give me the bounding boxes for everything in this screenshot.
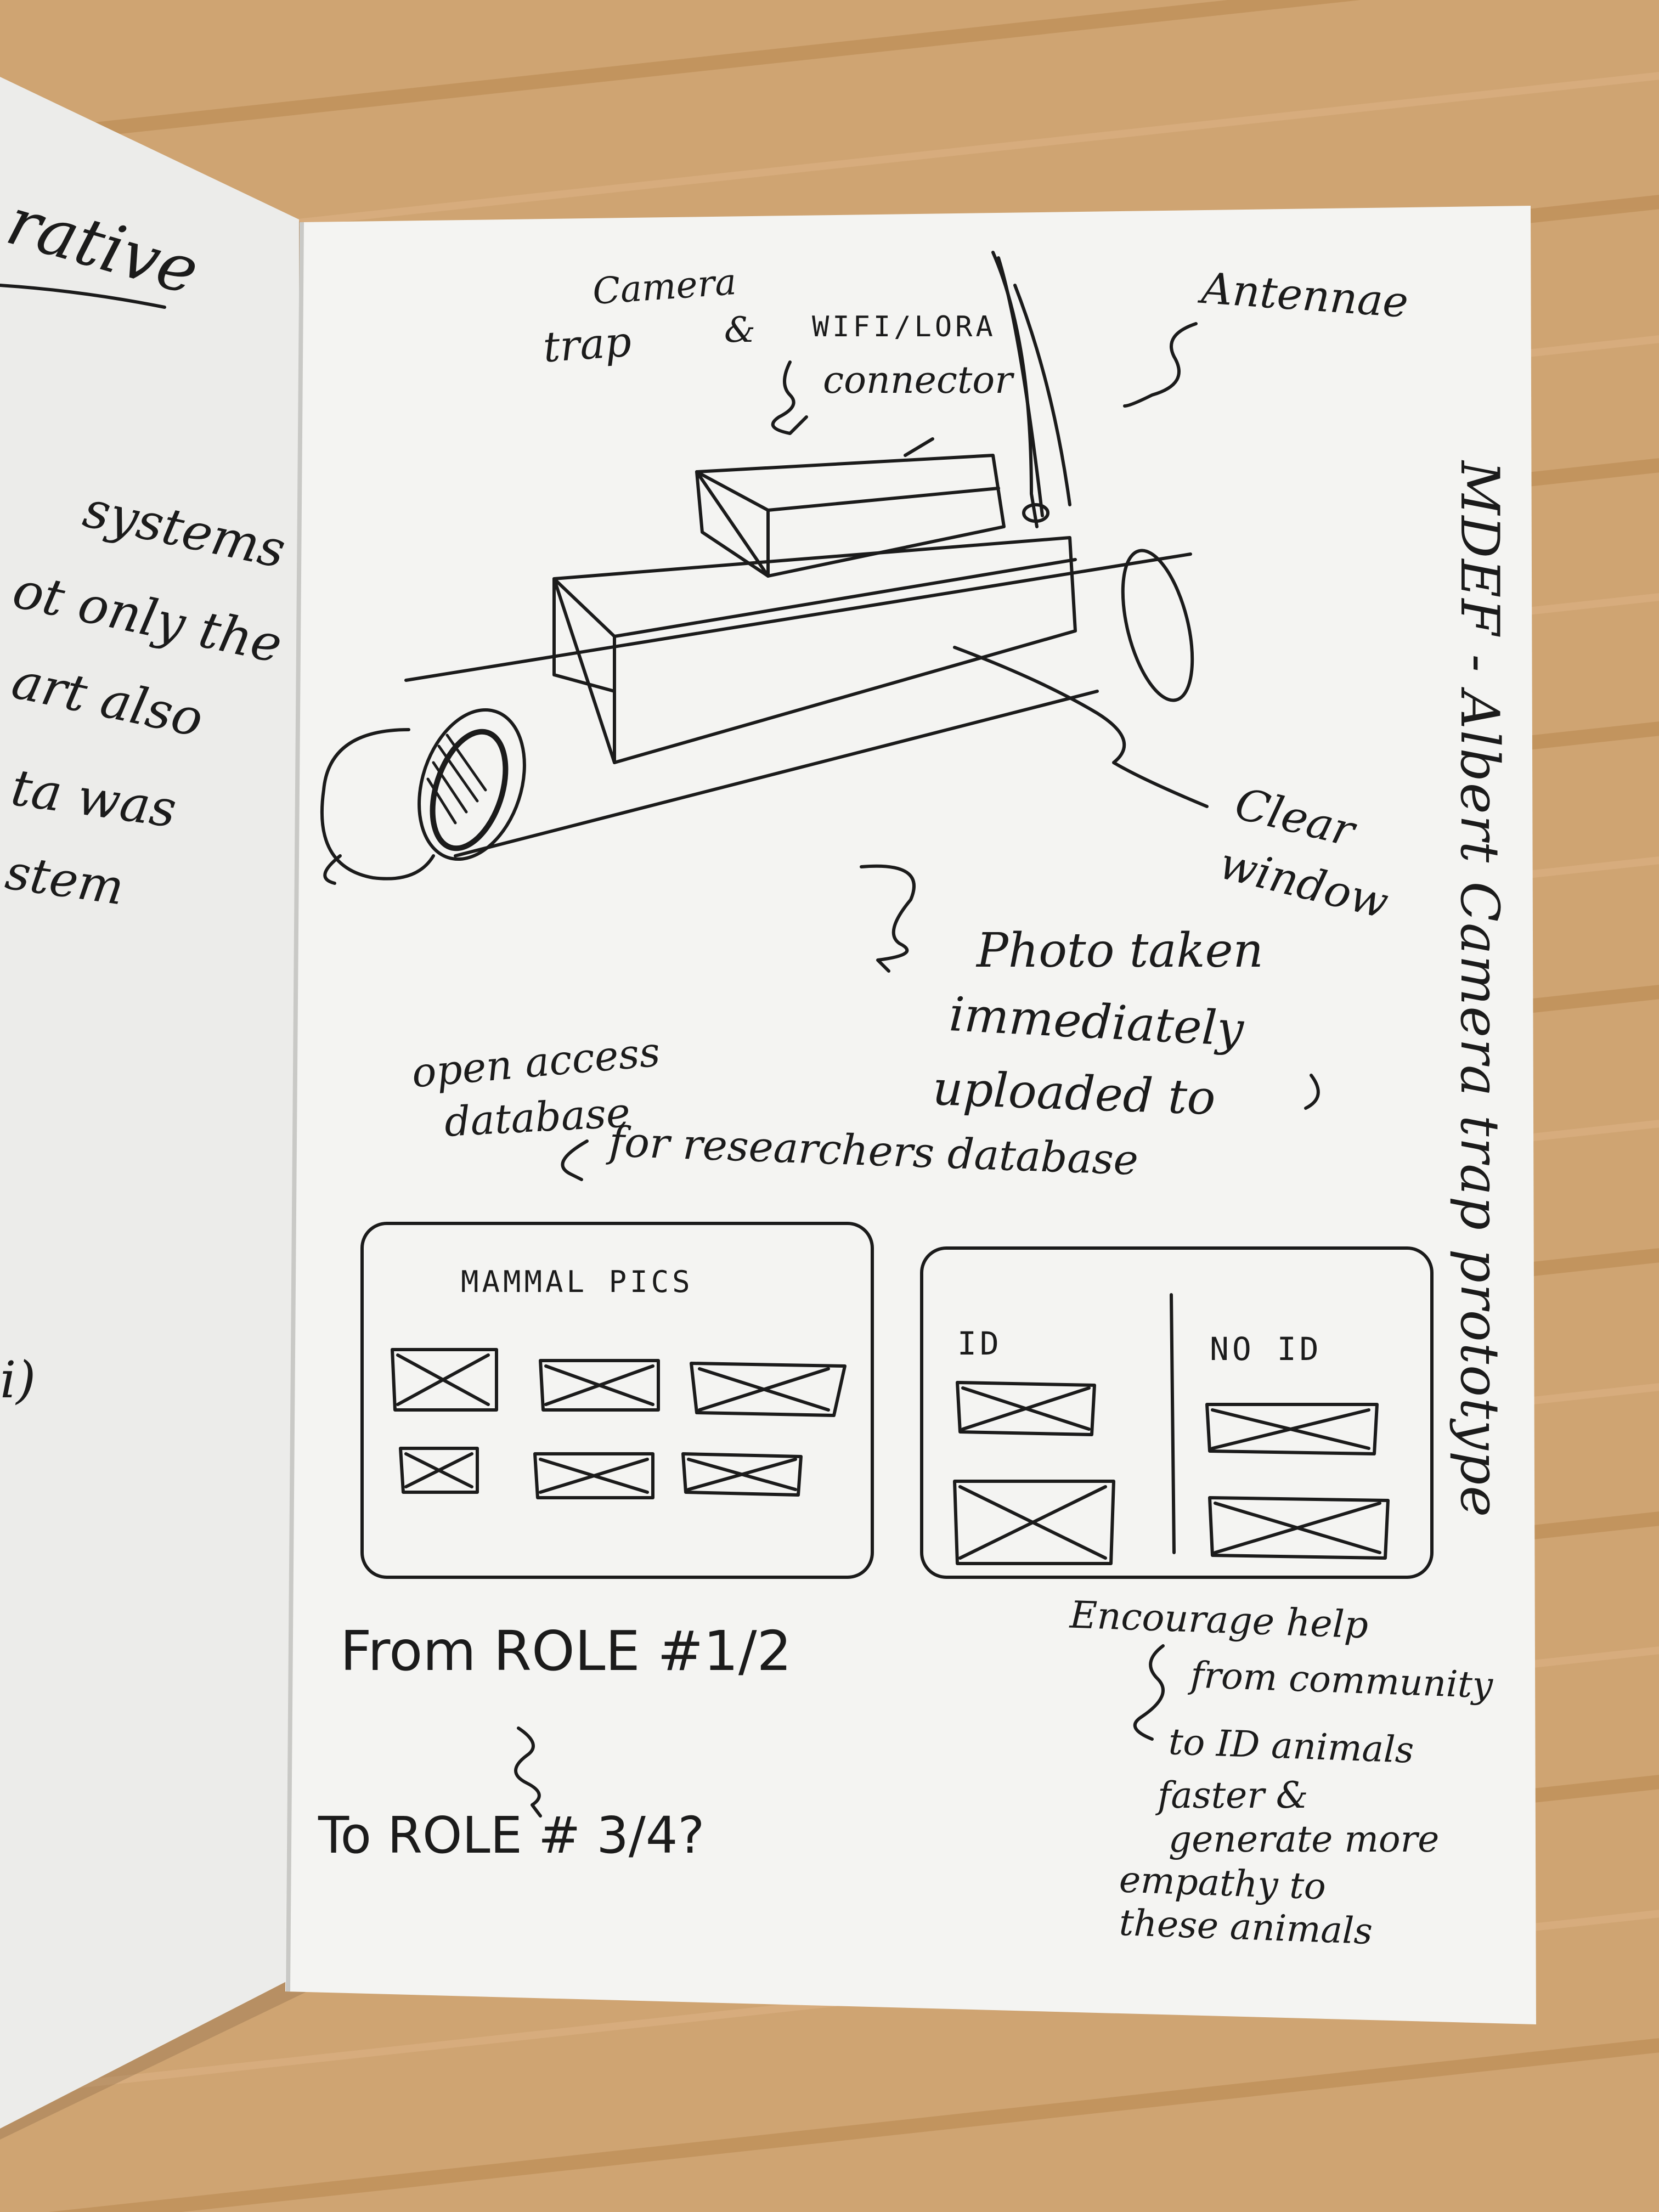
label-photo-taken: Photo taken — [977, 923, 1263, 978]
label-database: database — [443, 1089, 631, 1146]
encourage-line-7: these animals — [1118, 1901, 1374, 1953]
side-title: MDEF - Albert Camera trap prototype — [1449, 461, 1510, 1519]
encourage-line-3: to ID animals — [1167, 1720, 1415, 1771]
label-wifi-lora: WIFI/LORA — [812, 311, 996, 343]
encourage-line-6: empathy to — [1118, 1858, 1327, 1908]
encourage-line-2: from community — [1189, 1654, 1494, 1707]
label-trap: trap — [541, 317, 633, 372]
label-immediately: immediately — [947, 987, 1245, 1057]
encourage-line-5: generate more — [1169, 1818, 1440, 1860]
wireframe-label-no-id: NO ID — [1210, 1330, 1322, 1368]
label-uploaded-to: uploaded to — [932, 1061, 1217, 1126]
label-from-role: From ROLE #1/2 — [340, 1619, 792, 1683]
wireframe-label-id: ID — [957, 1325, 1002, 1362]
label-camera: Camera — [591, 260, 738, 313]
label-ampersand: & — [724, 310, 755, 351]
encourage-line-4: faster & — [1158, 1774, 1308, 1816]
left-line-6: i) — [0, 1351, 36, 1409]
encourage-line-1: Encourage help — [1069, 1593, 1369, 1647]
wireframe-title-mammal-pics: MAMMAL PICS — [461, 1265, 693, 1299]
label-connector: connector — [823, 359, 1013, 402]
label-to-role: To ROLE # 3/4? — [318, 1806, 705, 1865]
